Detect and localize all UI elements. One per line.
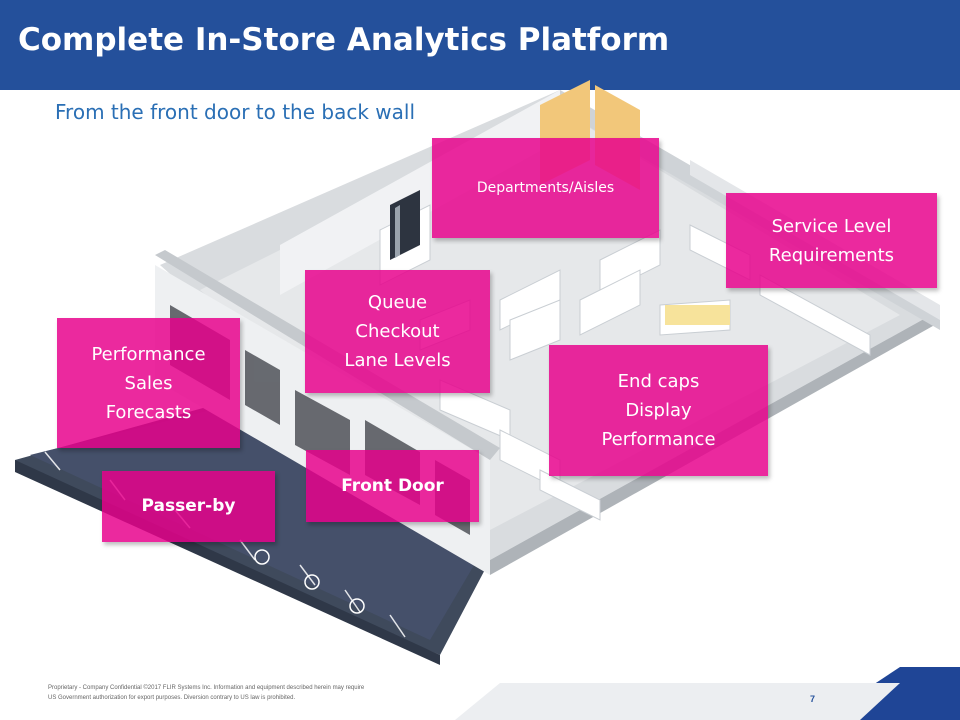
slide-subtitle: From the front door to the back wall [55,100,415,124]
service-level-callout: Service Level Requirements [726,193,937,288]
confidentiality-footer: Proprietary - Company Confidential ©2017… [48,683,364,703]
passer-by-callout: Passer-by [102,471,275,542]
callout-label: Forecasts [105,401,192,423]
callout-label: Lane Levels [344,350,451,371]
end-caps-callout: End caps Display Performance [549,345,768,476]
callout-label: Checkout [355,321,440,342]
queue-checkout-callout: Queue Checkout Lane Levels [305,270,490,393]
footer-line: Proprietary - Company Confidential ©2017… [48,685,365,691]
callout-label: Sales [124,372,173,394]
slide-title: Complete In-Store Analytics Platform [18,22,670,58]
footer-line: US Government authorization for export p… [48,695,296,701]
callout-label: Departments/Aisles [476,179,615,196]
front-door-callout: Front Door [306,450,479,522]
callout-label: Performance [91,343,206,365]
callout-label: End caps [617,371,700,392]
callout-label: Performance [601,429,716,450]
title-bar: Complete In-Store Analytics Platform [0,0,960,90]
callout-label: Service Level [771,215,892,237]
performance-sales-callout: Performance Sales Forecasts [57,318,240,448]
callout-label: Passer-by [141,496,236,516]
callout-label: Display [625,400,692,421]
departments-aisles-callout: Departments/Aisles [432,138,659,238]
callout-label: Front Door [341,475,444,496]
page-number: 7 [810,694,816,704]
callout-label: Requirements [768,244,895,266]
callout-label: Queue [367,292,428,313]
